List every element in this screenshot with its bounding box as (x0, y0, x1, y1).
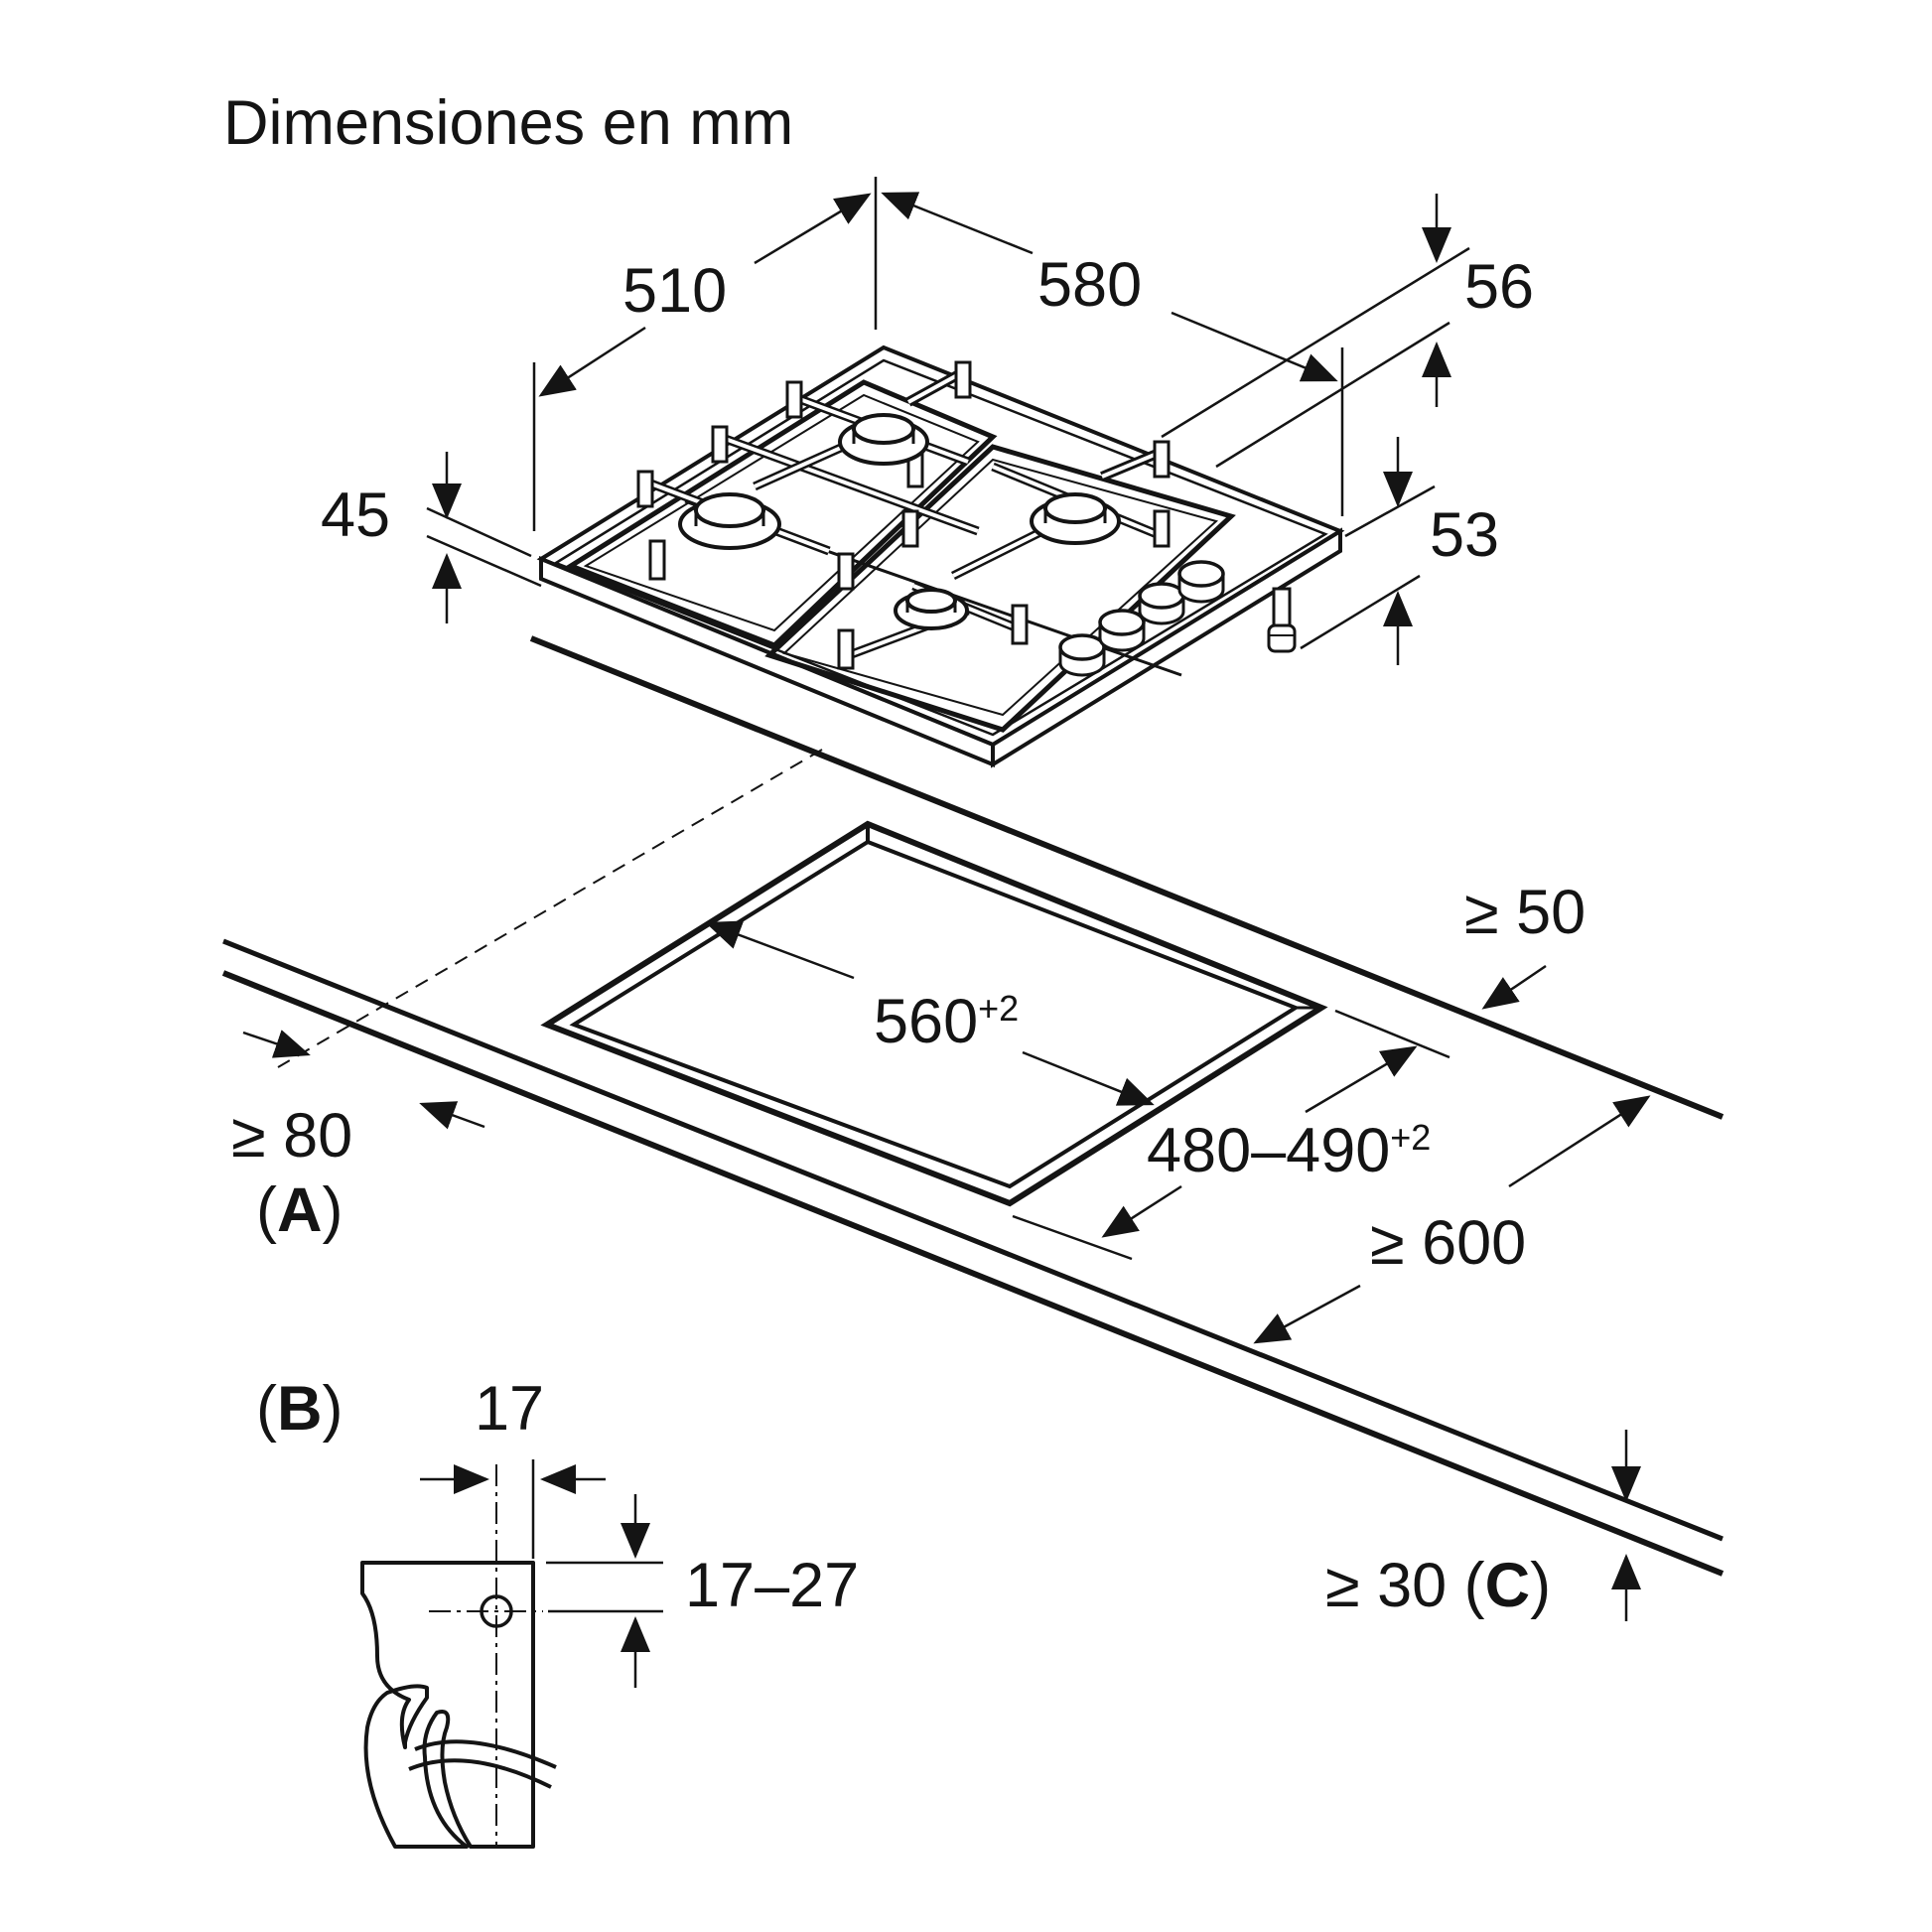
dim-17: 17 (475, 1374, 544, 1444)
label-a: (A) (256, 1175, 343, 1245)
dim-17-27: 17–27 (685, 1551, 859, 1620)
knob-4 (1177, 560, 1225, 604)
bracket-detail (360, 1459, 663, 1849)
dim-510: 510 (622, 256, 727, 326)
dim-480-490: 480–490+2 (1147, 1116, 1431, 1185)
cooktop-right-edge (991, 527, 1342, 768)
bracket-profile (360, 1561, 535, 1849)
dim-min-600: ≥ 600 (1370, 1208, 1526, 1278)
knob-1 (1058, 633, 1106, 677)
dim-45: 45 (321, 481, 390, 550)
dim-560: 560+2 (874, 987, 1019, 1056)
cooktop (536, 345, 1345, 768)
label-c-open: ( (1464, 1551, 1485, 1620)
worktop (221, 635, 1725, 1577)
dim-53: 53 (1430, 500, 1499, 570)
dim-56: 56 (1464, 252, 1534, 322)
burner-back-left (838, 413, 929, 466)
grate-left (565, 379, 998, 648)
dim-580: 580 (1037, 250, 1142, 320)
title: Dimensiones en mm (223, 88, 793, 158)
knob-3 (1138, 582, 1185, 625)
dim-min-30: ≥ 30 (C) (1325, 1551, 1551, 1620)
dim-min-50: ≥ 50 (1464, 878, 1586, 947)
knob-2 (1098, 609, 1146, 652)
burner-front-left (678, 492, 781, 550)
cutout (540, 820, 1328, 1207)
burner-back-right (1030, 492, 1121, 545)
dim-480-490-tol: +2 (1390, 1117, 1431, 1158)
label-c-close: ) (1530, 1551, 1551, 1620)
burner-front-right (894, 588, 969, 630)
dim-560-tol: +2 (978, 988, 1019, 1029)
dimension-lines (242, 177, 1651, 1621)
gas-connector (1267, 587, 1297, 653)
label-b: (B) (256, 1374, 343, 1444)
label-c: C (1485, 1551, 1531, 1620)
dim-min-80: ≥ 80 (231, 1101, 352, 1171)
